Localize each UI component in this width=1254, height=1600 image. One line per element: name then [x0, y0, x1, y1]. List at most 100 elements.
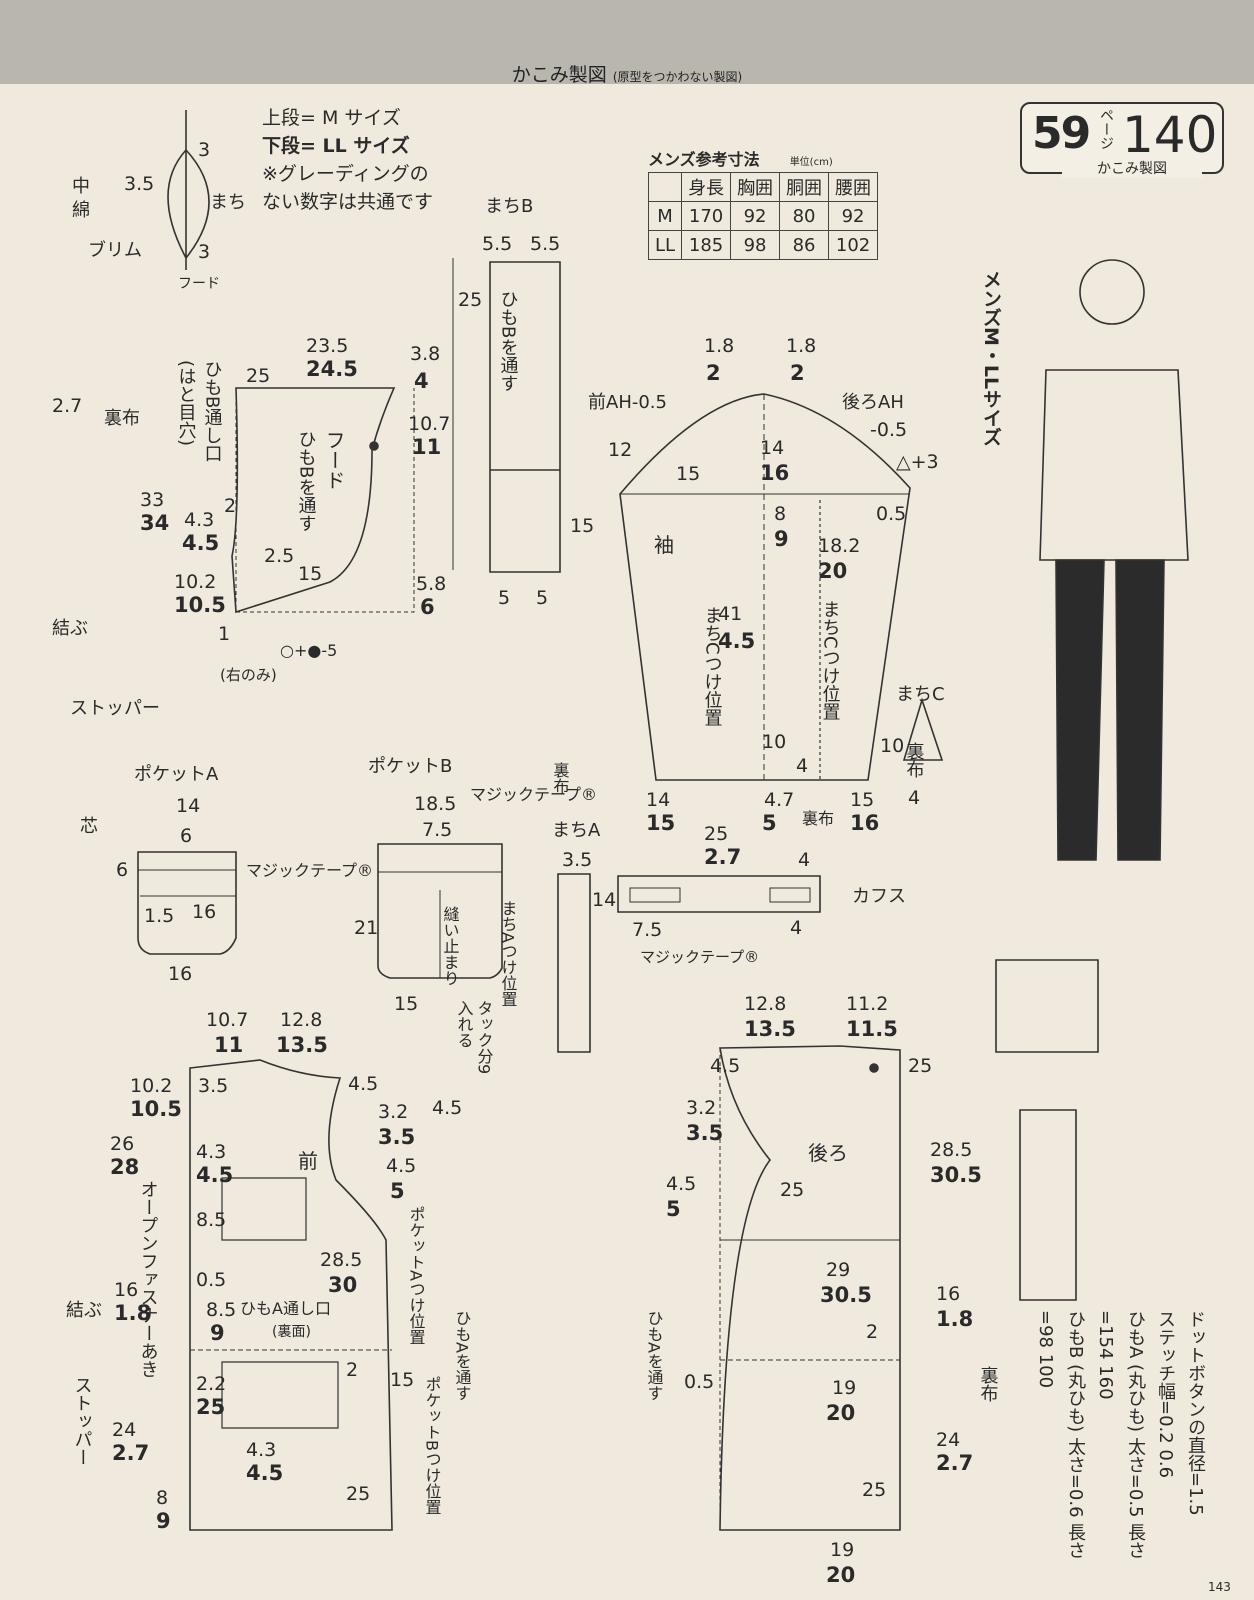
- svg-text:2.7: 2.7: [52, 395, 82, 417]
- svg-text:2.5: 2.5: [264, 545, 294, 567]
- pocket-b-label: ポケットB: [368, 756, 452, 777]
- svg-text:11: 11: [214, 1033, 243, 1057]
- svg-text:4: 4: [796, 755, 808, 777]
- size-table-unit: 単位(cm): [789, 157, 833, 168]
- back-dot-marker: [869, 1063, 879, 1073]
- svg-text:0.5: 0.5: [196, 1269, 226, 1291]
- svg-text:25: 25: [196, 1395, 225, 1419]
- svg-text:1.5: 1.5: [144, 905, 174, 927]
- front-body-piece: [189, 1059, 393, 1531]
- hood-dot-marker: [369, 441, 379, 451]
- svg-text:11.5: 11.5: [846, 1017, 898, 1041]
- svg-text:15: 15: [394, 993, 418, 1015]
- svg-text:8: 8: [774, 503, 786, 525]
- badge-caption: かこみ製図: [1062, 158, 1202, 178]
- sleeve-piece: [619, 393, 911, 781]
- svg-text:25: 25: [908, 1055, 932, 1077]
- svg-text:ひもBを通す: ひもBを通す: [498, 290, 519, 392]
- svg-text:マジックテープ®: マジックテープ®: [640, 948, 759, 966]
- svg-text:20: 20: [826, 1401, 855, 1425]
- svg-text:4.3: 4.3: [246, 1439, 276, 1461]
- svg-text:25: 25: [862, 1479, 886, 1501]
- svg-text:16: 16: [850, 811, 879, 835]
- svg-text:11: 11: [412, 435, 441, 459]
- svg-text:34: 34: [140, 511, 169, 535]
- svg-text:4: 4: [414, 369, 429, 393]
- badge-page: 59: [1032, 108, 1091, 159]
- svg-text:25: 25: [780, 1179, 804, 1201]
- svg-text:マジックテープ®: マジックテープ®: [470, 785, 597, 804]
- svg-text:3.5: 3.5: [686, 1121, 723, 1145]
- svg-text:1.8: 1.8: [786, 335, 816, 357]
- model-head: [1079, 259, 1145, 325]
- svg-text:9: 9: [210, 1321, 225, 1345]
- svg-text:2: 2: [224, 495, 236, 517]
- pocket-a-label: ポケットA: [134, 764, 219, 785]
- svg-text:芯: 芯: [80, 816, 98, 837]
- svg-text:1.8: 1.8: [936, 1307, 973, 1331]
- svg-text:6: 6: [116, 859, 128, 881]
- svg-text:3.8: 3.8: [410, 343, 440, 365]
- svg-text:裏布: 裏布: [802, 809, 834, 828]
- svg-text:まちCつけ位置: まちCつけ位置: [820, 600, 841, 721]
- svg-text:綿: 綿: [72, 200, 90, 221]
- svg-text:2: 2: [866, 1321, 878, 1343]
- machi-b-piece: [489, 261, 561, 573]
- svg-text:裏布: 裏布: [978, 1366, 999, 1402]
- svg-text:15: 15: [570, 515, 594, 537]
- svg-text:10.7: 10.7: [408, 413, 450, 435]
- svg-text:まちCつけ位置: まちCつけ位置: [702, 606, 723, 727]
- svg-text:4.3: 4.3: [184, 509, 214, 531]
- page-background: [0, 84, 1254, 1600]
- sleeve-label: 袖: [654, 533, 674, 557]
- svg-text:1: 1: [218, 623, 230, 645]
- svg-text:24: 24: [936, 1429, 960, 1451]
- svg-text:中: 中: [72, 176, 90, 197]
- svg-text:7.5: 7.5: [422, 819, 452, 841]
- svg-text:裏布: 裏布: [104, 408, 140, 429]
- svg-text:4.3: 4.3: [196, 1141, 226, 1163]
- pants-thumbnail: [1019, 1109, 1077, 1301]
- size-table-grid: 身長 胸囲 胴囲 腰囲 M 170 92 80 92 LL 185 98 86 …: [647, 172, 879, 260]
- svg-text:○+●-5: ○+●-5: [280, 641, 337, 660]
- svg-text:4.5: 4.5: [432, 1097, 462, 1119]
- svg-text:15: 15: [676, 463, 700, 485]
- svg-text:裏布: 裏布: [904, 742, 925, 778]
- svg-text:30: 30: [328, 1273, 357, 1297]
- svg-text:3.2: 3.2: [686, 1097, 716, 1119]
- svg-text:ポケットAつけ位置: ポケットAつけ位置: [407, 1206, 426, 1345]
- svg-text:後ろAH: 後ろAH: [842, 392, 904, 413]
- svg-text:ひもBを通す: ひもBを通す: [296, 430, 317, 532]
- svg-text:3.5: 3.5: [378, 1125, 415, 1149]
- svg-text:4.5: 4.5: [348, 1073, 378, 1095]
- svg-text:15: 15: [646, 811, 675, 835]
- svg-text:2.7: 2.7: [936, 1451, 973, 1475]
- machi-c-label: まちC: [896, 684, 945, 705]
- svg-text:△+3: △+3: [896, 451, 939, 473]
- svg-text:18.2: 18.2: [818, 535, 860, 557]
- svg-text:21: 21: [354, 917, 378, 939]
- svg-text:24.5: 24.5: [306, 357, 358, 381]
- svg-text:20: 20: [826, 1563, 855, 1587]
- svg-text:裏布: 裏布: [551, 761, 570, 794]
- svg-text:14: 14: [176, 795, 200, 817]
- svg-text:5: 5: [666, 1197, 681, 1221]
- page-title: かこみ製図(原型をつかわない製図): [511, 64, 743, 86]
- svg-text:24: 24: [112, 1419, 136, 1441]
- model-pants: [1055, 559, 1165, 861]
- svg-text:マジックテープ®: マジックテープ®: [246, 861, 373, 880]
- brim-machi-curve: [185, 149, 210, 259]
- svg-text:28.5: 28.5: [320, 1249, 362, 1271]
- svg-text:5: 5: [536, 587, 548, 609]
- notes-block: ドットボタンの直径=1.5 ステッチ幅=0.2 0.6 ひもA (丸ひも) 太さ…: [1035, 1310, 1206, 1560]
- svg-text:30.5: 30.5: [930, 1163, 982, 1187]
- back-body-piece: [719, 1045, 901, 1531]
- svg-text:3: 3: [198, 241, 210, 263]
- svg-text:3.5: 3.5: [562, 849, 592, 871]
- size-table-caption: メンズ参考寸法: [648, 150, 760, 169]
- svg-text:ひもB通し口: ひもB通し口: [202, 360, 223, 462]
- badge-page-suffix: ページ: [1098, 108, 1114, 150]
- mens-size-table: メンズ参考寸法 単位(cm) 身長 胸囲 胴囲 腰囲 M 170 92 80 92…: [647, 146, 879, 260]
- svg-text:10: 10: [762, 731, 786, 753]
